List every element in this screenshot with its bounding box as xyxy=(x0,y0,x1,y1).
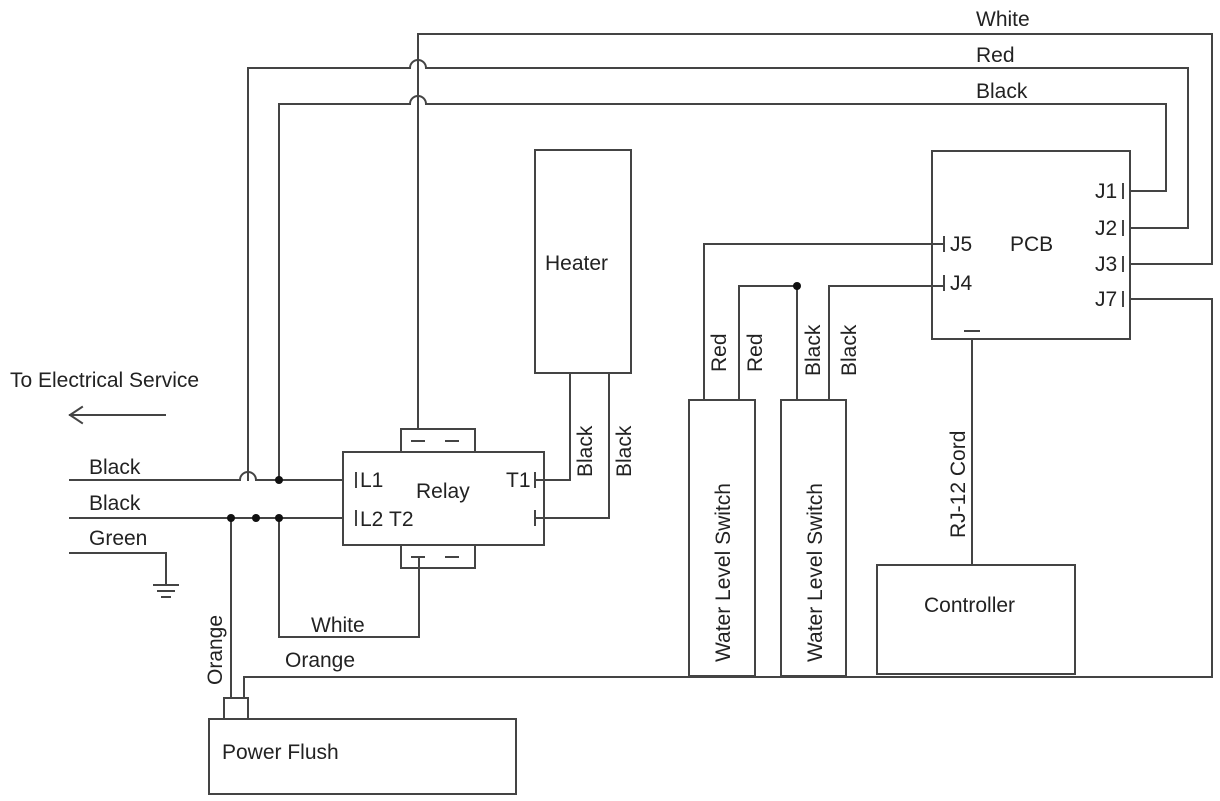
junction-dot xyxy=(227,514,235,522)
pcb-j2-label: J2 xyxy=(1095,217,1117,240)
line2-label: Black xyxy=(89,492,141,515)
wire-red-j2 xyxy=(247,59,1189,481)
pcb-title: PCB xyxy=(1010,233,1053,256)
relay-l1-label: L1 xyxy=(360,469,383,492)
wire-white-neutral xyxy=(278,517,420,638)
water-level-switch-2-title: Water Level Switch xyxy=(804,483,827,662)
heater-wire1-label: Black xyxy=(574,425,597,477)
relay-l2-label: L2 xyxy=(360,508,383,531)
water-level-switch-1-title: Water Level Switch xyxy=(712,483,735,662)
switch2-wire1-label: Black xyxy=(802,324,825,376)
power-flush-connector xyxy=(223,697,249,720)
orange-feed-label: Orange xyxy=(204,615,227,685)
wire-heater-t2 xyxy=(534,372,610,519)
wire-green-ground xyxy=(69,552,167,586)
pcb-j5-label: J5 xyxy=(950,233,972,256)
relay-terminal-marks xyxy=(355,472,536,526)
service-label: To Electrical Service xyxy=(10,369,199,392)
relay-title: Relay xyxy=(416,480,470,503)
power-flush-box xyxy=(208,718,517,795)
wire-heater-t1 xyxy=(534,372,571,481)
pcb-box xyxy=(931,150,1131,340)
pcb-j1-label: J1 xyxy=(1095,180,1117,203)
wire-black-j4 xyxy=(828,285,945,401)
black-harness-label: Black xyxy=(976,80,1028,103)
junction-dot xyxy=(252,514,260,522)
junction-dot xyxy=(275,514,283,522)
wire-orange-j7 xyxy=(243,298,1213,699)
ground-label: Green xyxy=(89,527,147,550)
relay-t2-label: T2 xyxy=(389,508,414,531)
switch1-wire1-label: Red xyxy=(708,333,731,372)
junction-dot xyxy=(275,476,283,484)
heater-title: Heater xyxy=(545,252,608,275)
relay-box xyxy=(342,451,545,546)
wire-red-common xyxy=(738,285,798,401)
rj12-cord-label: RJ-12 Cord xyxy=(947,431,970,538)
wire-black-j1 xyxy=(278,95,1167,481)
junction-dot xyxy=(793,282,801,290)
switch2-wire2-label: Black xyxy=(838,324,861,376)
pcb-j4-label: J4 xyxy=(950,272,973,295)
heater-wire2-label: Black xyxy=(613,425,636,477)
white-harness-label: White xyxy=(976,8,1030,31)
neutral-white-label: White xyxy=(311,614,365,637)
wire-line1-black xyxy=(69,471,357,481)
pcb-j3-label: J3 xyxy=(1095,253,1117,276)
pcb-j7-label: J7 xyxy=(1095,288,1117,311)
red-harness-label: Red xyxy=(976,44,1015,67)
controller-title: Controller xyxy=(924,594,1015,617)
orange-j7-label: Orange xyxy=(285,649,355,672)
line1-label: Black xyxy=(89,456,141,479)
relay-top-tab xyxy=(400,428,476,453)
controller-box xyxy=(876,564,1076,675)
wire-white-j3 xyxy=(417,33,1213,428)
power-flush-title: Power Flush xyxy=(222,741,339,764)
heater-box xyxy=(534,149,632,374)
wire-red-j5 xyxy=(703,243,945,401)
service-arrow xyxy=(68,405,166,425)
switch1-wire2-label: Red xyxy=(744,333,767,372)
relay-t1-label: T1 xyxy=(506,469,531,492)
ground-icon xyxy=(153,584,179,598)
